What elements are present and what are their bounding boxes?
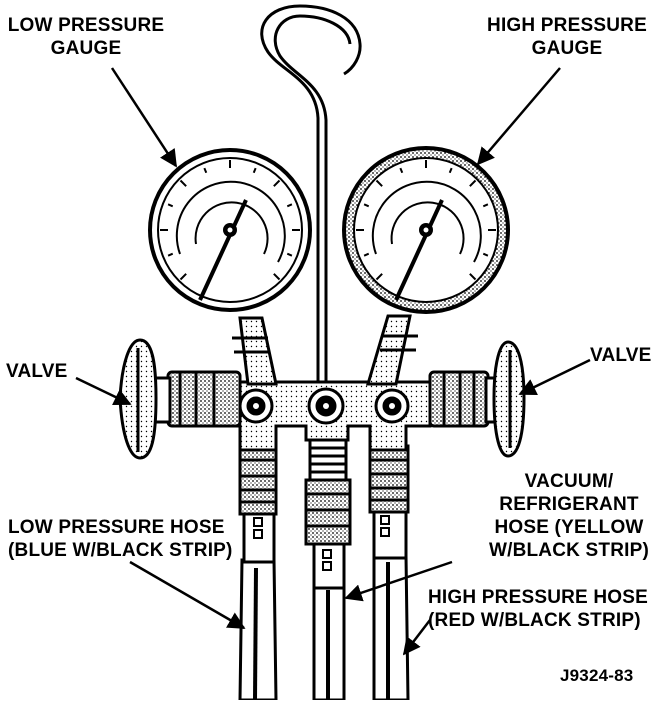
gauge-tick <box>179 179 187 187</box>
label-valve-left: VALVE <box>6 361 68 382</box>
low-gauge-neck <box>232 316 278 386</box>
gauge-tick <box>375 273 383 281</box>
label-vacuum-refrigerant-hose: VACUUM/ REFRIGERANT HOSE (YELLOW W/BLACK… <box>488 471 650 561</box>
arrow-low-hose <box>129 560 246 630</box>
gauge-tick <box>167 203 174 208</box>
arrow-high-gauge <box>476 67 561 166</box>
label-low-pressure-hose: LOW PRESSURE HOSE (BLUE W/BLACK STRIP) <box>8 517 233 561</box>
gauge-tick <box>469 179 477 187</box>
high-gauge-needle <box>394 199 444 301</box>
port-fitting-left <box>238 388 274 424</box>
valve-knob-left <box>118 338 172 460</box>
gauge-tick <box>273 273 281 281</box>
high-pressure-gauge <box>342 146 510 314</box>
port-fitting-right <box>374 388 410 424</box>
gauge-tick <box>167 252 174 257</box>
low-pressure-gauge <box>148 148 312 312</box>
gauge-tick <box>179 273 187 281</box>
gauge-tick <box>286 203 293 208</box>
gauge-tick <box>203 167 208 174</box>
arrow-vacuum-hose <box>344 560 453 602</box>
gauge-tick <box>252 167 257 174</box>
arrow-valve-left <box>75 376 132 406</box>
gauge-tick <box>363 203 370 208</box>
gauge-tick <box>363 252 370 257</box>
hose-coupling-center <box>304 438 352 546</box>
hanger-hook <box>260 4 362 382</box>
gauge-tick <box>399 167 404 174</box>
valve-knob-right <box>484 340 526 458</box>
gauge-tick <box>482 252 489 257</box>
low-gauge-needle <box>198 199 248 301</box>
port-fitting-center <box>307 387 345 425</box>
label-low-pressure-gauge: LOW PRESSURE GAUGE <box>7 15 165 59</box>
label-high-pressure-hose: HIGH PRESSURE HOSE (RED W/BLACK STRIP) <box>428 587 649 631</box>
gauge-tick <box>273 179 281 187</box>
high-gauge-neck <box>365 314 418 386</box>
gauge-tick <box>482 203 489 208</box>
vacuum-refrigerant-hose <box>312 542 346 702</box>
gauge-tick <box>375 179 383 187</box>
arrow-valve-right <box>518 358 591 396</box>
gauge-tick <box>286 252 293 257</box>
arrow-low-gauge <box>110 67 178 168</box>
leader-arrows <box>75 67 591 656</box>
label-high-pressure-gauge: HIGH PRESSURE GAUGE <box>487 15 647 59</box>
label-valve-right: VALVE <box>590 345 652 366</box>
gauge-tick <box>469 273 477 281</box>
low-pressure-hose <box>238 510 278 702</box>
hose-coupling-right <box>368 444 410 514</box>
hose-coupling-left <box>238 444 278 516</box>
high-pressure-hose <box>372 508 410 702</box>
arrow-high-hose <box>402 619 431 656</box>
figure-id: J9324-83 <box>560 666 634 685</box>
gauge-tick <box>448 167 453 174</box>
